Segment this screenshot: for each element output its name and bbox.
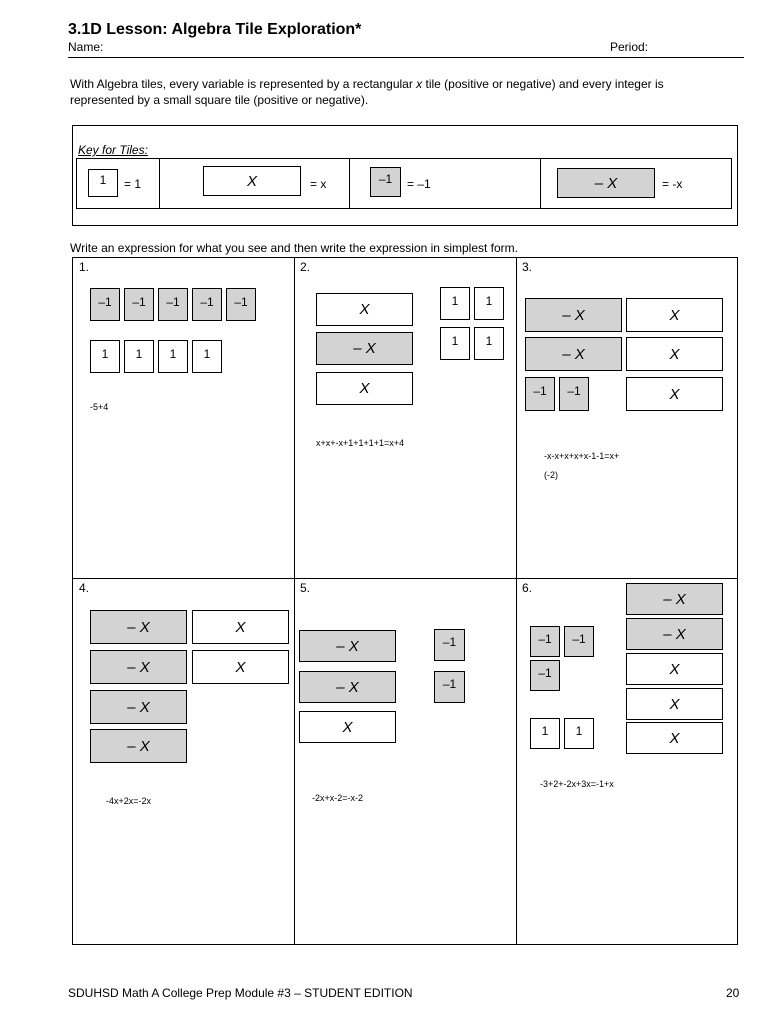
positive-one-tile: 1 [474, 287, 504, 320]
negative-x-tile: – X [299, 630, 396, 662]
page-title: 3.1D Lesson: Algebra Tile Exploration* [68, 21, 362, 38]
negative-x-tile: – X [626, 583, 723, 615]
negative-one-tile: –1 [434, 629, 465, 661]
positive-one-tile: 1 [440, 287, 470, 320]
negative-x-tile: – X [90, 610, 187, 644]
negative-x-tile: – X [90, 650, 187, 684]
positive-x-tile: X [192, 650, 289, 684]
key-negative-x-value: = -x [662, 177, 683, 191]
problem-number: 1. [79, 260, 90, 274]
negative-one-tile: –1 [434, 671, 465, 703]
positive-x-tile: X [626, 653, 723, 685]
student-answer: -3+2+-2x+3x=-1+x [540, 779, 614, 789]
instructions: Write an expression for what you see and… [70, 241, 518, 255]
problem-grid [72, 257, 738, 945]
key-divider [540, 158, 541, 209]
positive-one-tile: 1 [124, 340, 154, 373]
negative-one-tile: –1 [124, 288, 154, 321]
problem-number: 3. [522, 260, 533, 274]
period-label: Period: [610, 40, 649, 54]
negative-x-tile: – X [525, 337, 622, 371]
negative-one-tile: –1 [525, 377, 555, 411]
key-positive-x-value: = x [310, 177, 327, 191]
positive-one-tile: 1 [564, 718, 594, 749]
positive-x-tile: X [626, 337, 723, 371]
problem-number: 6. [522, 581, 533, 595]
student-answer: x+x+-x+1+1+1+1=x+4 [316, 438, 405, 448]
tile-key-caption: Key for Tiles: [78, 143, 148, 157]
student-answer: -2x+x-2=-x-2 [312, 793, 364, 803]
grid-divider [294, 257, 295, 945]
positive-one-tile: 1 [192, 340, 222, 373]
name-label: Name: [68, 40, 104, 54]
positive-one-tile: 1 [158, 340, 188, 373]
positive-one-tile: 1 [474, 327, 504, 360]
key-negative-one-tile: –1 [370, 167, 401, 197]
student-answer: -5+4 [90, 402, 109, 412]
negative-x-tile: – X [299, 671, 396, 703]
student-answer: -x-x+x+x+x-1-1=x+ [544, 451, 620, 461]
positive-x-tile: X [626, 722, 723, 754]
negative-one-tile: –1 [90, 288, 120, 321]
negative-x-tile: – X [626, 618, 723, 650]
negative-one-tile: –1 [530, 660, 560, 691]
negative-one-tile: –1 [564, 626, 594, 657]
negative-one-tile: –1 [559, 377, 589, 411]
positive-x-tile: X [626, 688, 723, 720]
intro-paragraph: With Algebra tiles, every variable is re… [70, 77, 664, 107]
student-answer: -4x+2x=-2x [106, 796, 152, 806]
key-positive-one-value: = 1 [124, 177, 142, 191]
negative-one-tile: –1 [530, 626, 560, 657]
positive-one-tile: 1 [90, 340, 120, 373]
key-divider [159, 158, 160, 209]
negative-x-tile: – X [525, 298, 622, 332]
positive-one-tile: 1 [530, 718, 560, 749]
positive-x-tile: X [316, 293, 413, 326]
negative-x-tile: – X [90, 690, 187, 724]
page-number: 20 [726, 986, 740, 1000]
negative-one-tile: –1 [158, 288, 188, 321]
problem-number: 5. [300, 581, 311, 595]
problem-number: 2. [300, 260, 311, 274]
positive-one-tile: 1 [440, 327, 470, 360]
footer-source: SDUHSD Math A College Prep Module #3 – S… [68, 986, 413, 1000]
positive-x-tile: X [316, 372, 413, 405]
positive-x-tile: X [299, 711, 396, 743]
positive-x-tile: X [192, 610, 289, 644]
key-negative-x-tile: – X [557, 168, 655, 198]
negative-one-tile: –1 [192, 288, 222, 321]
key-divider [349, 158, 350, 209]
key-positive-one-tile: 1 [88, 169, 118, 197]
header-rule [68, 57, 744, 58]
grid-divider [516, 257, 517, 945]
positive-x-tile: X [626, 377, 723, 411]
tile-key-row [76, 158, 732, 209]
student-answer-continued: (-2) [544, 470, 558, 480]
tile-key-box [72, 125, 738, 226]
grid-divider [72, 578, 738, 579]
positive-x-tile: X [626, 298, 723, 332]
problem-number: 4. [79, 581, 90, 595]
negative-x-tile: – X [316, 332, 413, 365]
negative-x-tile: – X [90, 729, 187, 763]
key-positive-x-tile: X [203, 166, 301, 196]
key-negative-one-value: = –1 [407, 177, 431, 191]
negative-one-tile: –1 [226, 288, 256, 321]
